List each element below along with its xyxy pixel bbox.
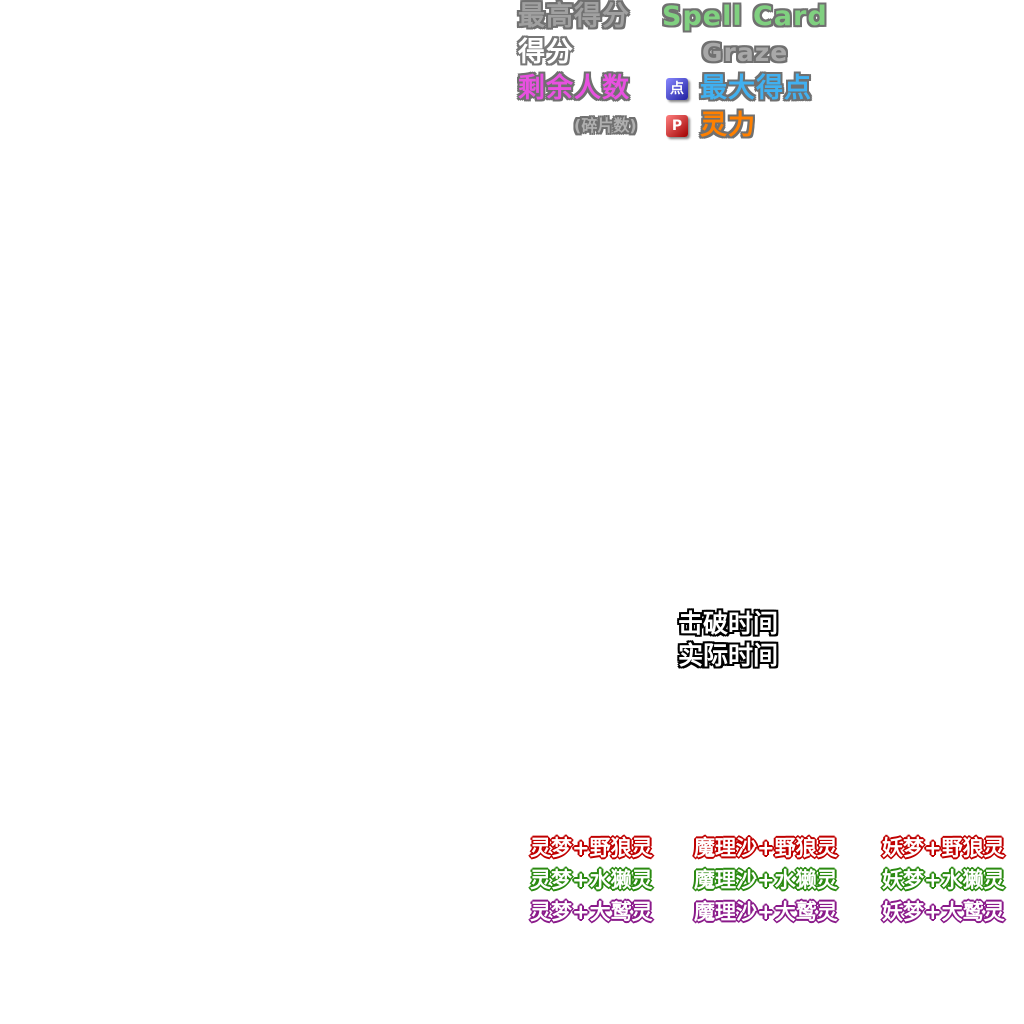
score-label: 得分 bbox=[518, 37, 574, 68]
combo-reimu-eagle: 灵梦+大鹫灵 bbox=[530, 900, 653, 924]
combo-reimu-wolf: 灵梦+野狼灵 bbox=[530, 836, 653, 860]
fragments-label: (碎片数) bbox=[574, 116, 637, 135]
hiscore-label: 最高得分 bbox=[518, 1, 630, 32]
combo-youmu-eagle: 妖梦+大鹫灵 bbox=[882, 900, 1005, 924]
max-point-label: 最大得点 bbox=[700, 73, 812, 104]
player-label: 剩余人数 bbox=[518, 73, 630, 104]
combo-reimu-otter: 灵梦+水獭灵 bbox=[530, 868, 653, 892]
combo-youmu-otter: 妖梦+水獭灵 bbox=[882, 868, 1005, 892]
point-item-icon: 点 bbox=[666, 78, 688, 100]
spell-card-label: Spell Card bbox=[662, 1, 828, 32]
power-item-icon: P bbox=[666, 115, 688, 137]
combo-marisa-eagle: 魔理沙+大鹫灵 bbox=[694, 900, 838, 924]
graze-label: Graze bbox=[702, 38, 789, 67]
real-time-label: 实际时间 bbox=[678, 641, 779, 670]
power-icon-glyph: P bbox=[671, 118, 683, 134]
combo-youmu-wolf: 妖梦+野狼灵 bbox=[882, 836, 1005, 860]
combo-marisa-otter: 魔理沙+水獭灵 bbox=[694, 868, 838, 892]
power-label: 灵力 bbox=[700, 110, 756, 141]
combo-marisa-wolf: 魔理沙+野狼灵 bbox=[694, 836, 838, 860]
point-icon-glyph: 点 bbox=[670, 81, 684, 97]
defeat-time-label: 击破时间 bbox=[678, 609, 779, 638]
